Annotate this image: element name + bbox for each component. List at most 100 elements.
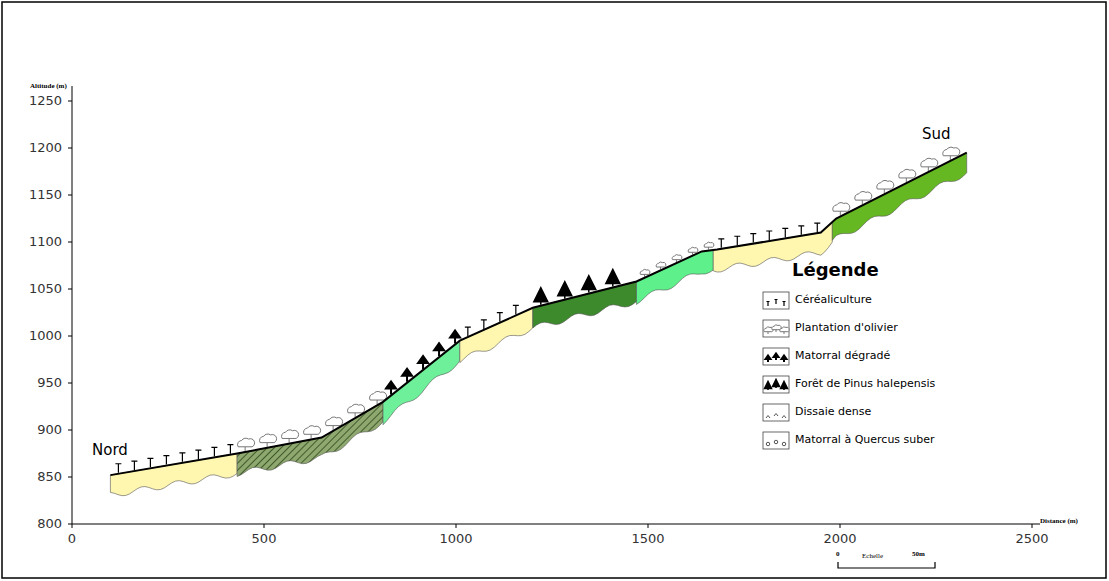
- y-tick-label: 1050: [29, 282, 62, 297]
- legend-text: Forêt de Pinus halepensis: [795, 378, 935, 391]
- olive-symbol: [656, 262, 666, 267]
- matorral-symbol: [766, 356, 771, 363]
- olive-symbol: [238, 438, 255, 447]
- y-tick-label: 800: [37, 517, 62, 532]
- tick: [68, 430, 72, 431]
- quercus-symbol: [782, 442, 786, 446]
- cereal-symbol: [814, 223, 820, 232]
- olive-trunk: [862, 200, 863, 204]
- legend-sample-box: [763, 376, 789, 393]
- olive-trunk: [708, 247, 709, 249]
- pine-symbol: [534, 288, 548, 305]
- cereal-symbol: [782, 228, 788, 237]
- axes: [68, 86, 1040, 528]
- tick: [648, 524, 649, 528]
- x-tick-label: 500: [252, 532, 277, 547]
- olive-trunk: [377, 400, 378, 404]
- olive-trunk: [884, 189, 885, 193]
- axis-title: Altitude (m): [30, 82, 67, 90]
- olive-symbol: [833, 203, 850, 212]
- y-tick-label: 1150: [29, 188, 62, 203]
- y-tick-label: 1200: [29, 141, 62, 156]
- y-tick-label: 1250: [29, 94, 62, 109]
- tick: [840, 524, 841, 528]
- x-tick-label: 2000: [823, 532, 856, 547]
- cereal-symbol: [718, 239, 724, 248]
- legend-text: Dissaie dense: [795, 406, 871, 419]
- olive-symbol: [640, 269, 650, 274]
- scale-bar: [838, 562, 935, 568]
- legend-text: Plantation d'olivier: [795, 322, 898, 335]
- olive-symbol: [943, 147, 960, 156]
- cereal-symbol: [465, 327, 471, 336]
- vegetation-bands: [110, 153, 966, 496]
- dissaie-symbol: [766, 416, 770, 419]
- olive-trunk: [333, 426, 334, 430]
- olive-symbol: [672, 255, 682, 260]
- olive-symbol: [855, 192, 872, 201]
- y-tick-label: 1000: [29, 329, 62, 344]
- cereal-symbol: [179, 453, 185, 462]
- olive-symbol: [780, 327, 789, 332]
- ground-line: [110, 153, 966, 475]
- y-tick-label: 850: [37, 470, 62, 485]
- cereal-symbol: [798, 226, 804, 235]
- legend-sample-box: [763, 432, 789, 449]
- dissaie-symbol: [774, 414, 778, 417]
- cereal-symbol: [481, 320, 487, 329]
- olive-trunk: [928, 167, 929, 171]
- olive-symbol: [282, 430, 299, 439]
- pine-symbol: [781, 382, 788, 391]
- x-tick-label: 0: [68, 532, 76, 547]
- tick: [68, 524, 72, 525]
- pine-symbol: [558, 282, 572, 299]
- tick: [68, 383, 72, 384]
- x-tick-label: 2500: [1015, 532, 1048, 547]
- pine-symbol: [765, 382, 772, 391]
- scale-label: 50m: [912, 550, 925, 558]
- x-tick-label: 1000: [439, 532, 472, 547]
- tick: [68, 148, 72, 149]
- olive-symbol: [704, 242, 714, 247]
- olive-trunk: [644, 274, 645, 276]
- tick: [68, 242, 72, 243]
- vegetation-band: [110, 454, 237, 496]
- olive-trunk: [245, 447, 246, 451]
- olive-trunk: [768, 332, 769, 334]
- x-tick-label: 1500: [631, 532, 664, 547]
- olive-trunk: [676, 260, 677, 262]
- tick: [68, 336, 72, 337]
- cereal-symbol: [734, 236, 740, 245]
- legend-sample-box: [763, 320, 789, 337]
- quercus-symbol: [774, 440, 778, 444]
- scale-label: Echelle: [862, 552, 883, 560]
- cereal-symbol: [497, 313, 503, 322]
- y-tick-label: 1100: [29, 235, 62, 250]
- olive-trunk: [267, 443, 268, 447]
- scale-label: 0: [836, 550, 840, 558]
- tick: [68, 477, 72, 478]
- vegetation-band: [383, 341, 460, 425]
- y-tick-label: 900: [37, 423, 62, 438]
- cereal-symbol: [766, 231, 772, 240]
- pine-symbol: [606, 269, 620, 286]
- dissaie-symbol: [782, 416, 786, 419]
- olive-trunk: [776, 330, 777, 332]
- olive-symbol: [370, 391, 387, 400]
- olive-trunk: [950, 156, 951, 160]
- cereal-symbol: [783, 302, 786, 307]
- matorral-symbol: [774, 354, 779, 361]
- y-tick-label: 950: [37, 376, 62, 391]
- olive-symbol: [877, 180, 894, 189]
- vegetation-band: [832, 153, 966, 241]
- olive-trunk: [784, 332, 785, 334]
- olive-trunk: [906, 178, 907, 182]
- legend-sample-box: [763, 292, 789, 309]
- olive-symbol: [326, 417, 343, 426]
- orientation-label: Sud: [922, 126, 951, 143]
- cereal-symbol: [115, 464, 121, 473]
- cereal-symbol: [195, 450, 201, 459]
- olive-symbol: [688, 247, 698, 252]
